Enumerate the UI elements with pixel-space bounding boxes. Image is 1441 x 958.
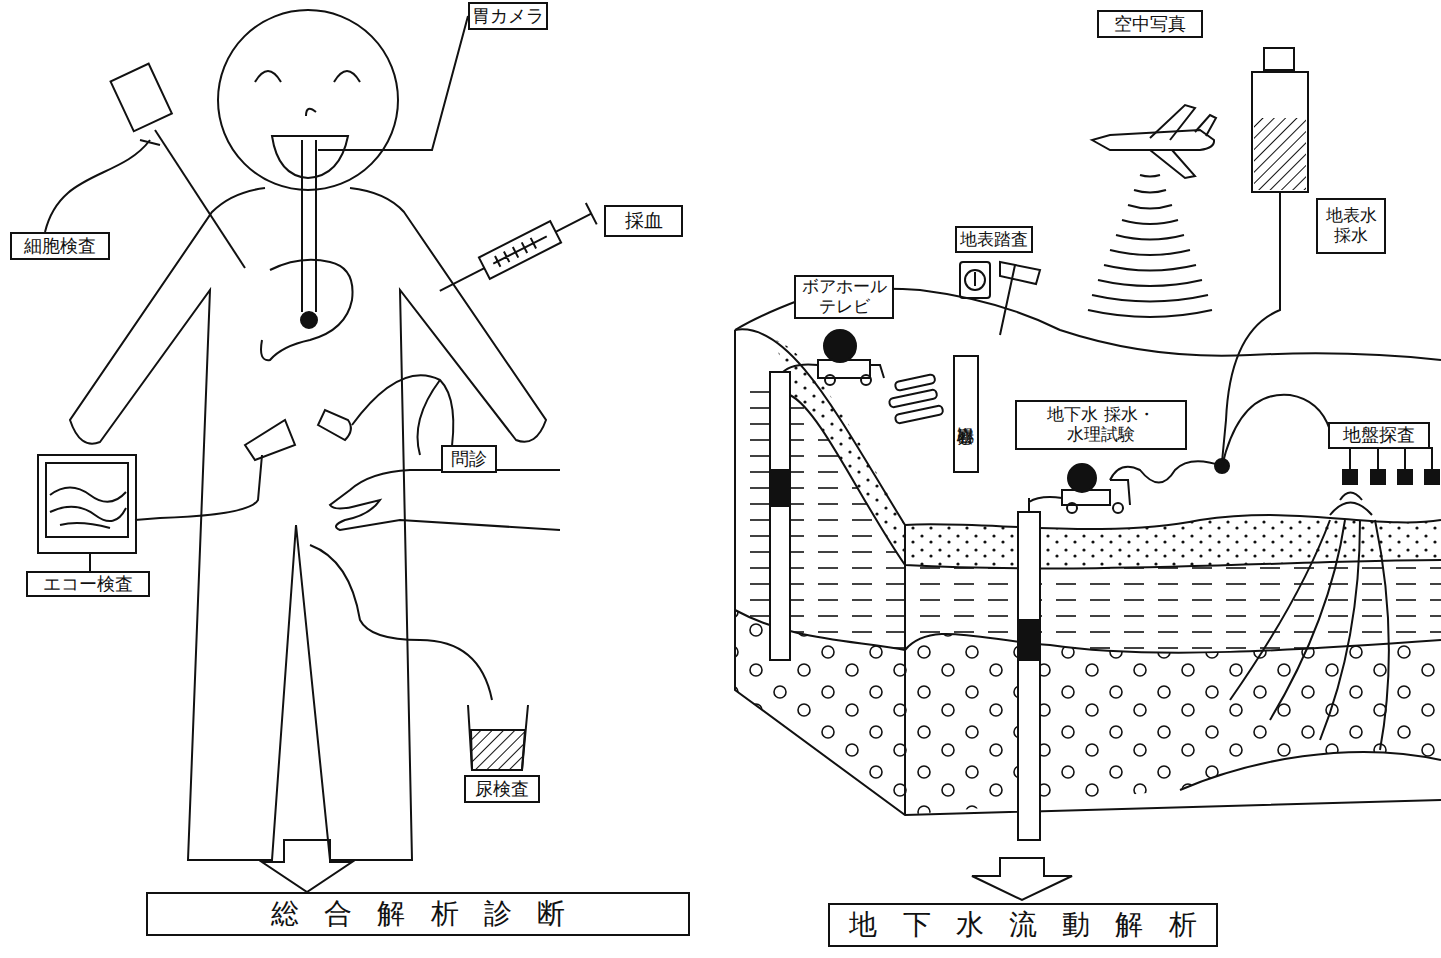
label-box: 空中写真 — [1097, 10, 1203, 38]
label-box: 問診 — [441, 445, 497, 473]
label-box: エコー検査 — [26, 571, 150, 597]
human-figure — [38, 10, 597, 892]
box-text: 空中写真 — [1114, 14, 1186, 35]
label-box: 尿検査 — [464, 775, 540, 803]
box-text: 採血 — [625, 210, 663, 232]
box-text: 地下水流動解析 — [849, 909, 1221, 941]
label-box: 地盤探査 — [1328, 422, 1430, 449]
box-text: ボアホール テレビ — [796, 277, 892, 316]
label-box: 地表踏査 — [955, 226, 1033, 253]
box-text: 細胞検査 — [24, 236, 96, 257]
box-text: 問診 — [451, 449, 487, 470]
box-text: 胃カメラ — [472, 6, 544, 27]
label-box: 胃カメラ — [468, 2, 548, 30]
box-text: エコー検査 — [43, 574, 133, 595]
label-box: ボアホール テレビ — [794, 275, 894, 319]
label-box: 細胞検査 — [10, 232, 110, 260]
box-text: 地表水 採水 — [1318, 206, 1384, 245]
box-text: 尿検査 — [475, 779, 529, 800]
box-text: 総合解析診断 — [271, 898, 590, 930]
box-text: 地下水 採水・水理試験 — [1017, 405, 1185, 444]
label-box: 地下水 採水・水理試験 — [1015, 400, 1187, 450]
result-box: 地下水流動解析 — [828, 903, 1218, 947]
label-box: 岩心観察 — [953, 355, 979, 473]
box-text: 地表踏査 — [960, 230, 1028, 250]
box-text: 地盤探査 — [1343, 425, 1415, 446]
geologic-block — [735, 48, 1441, 900]
label-box: 採血 — [604, 205, 683, 237]
result-box: 総合解析診断 — [146, 892, 690, 936]
label-box: 地表水 採水 — [1316, 198, 1386, 254]
